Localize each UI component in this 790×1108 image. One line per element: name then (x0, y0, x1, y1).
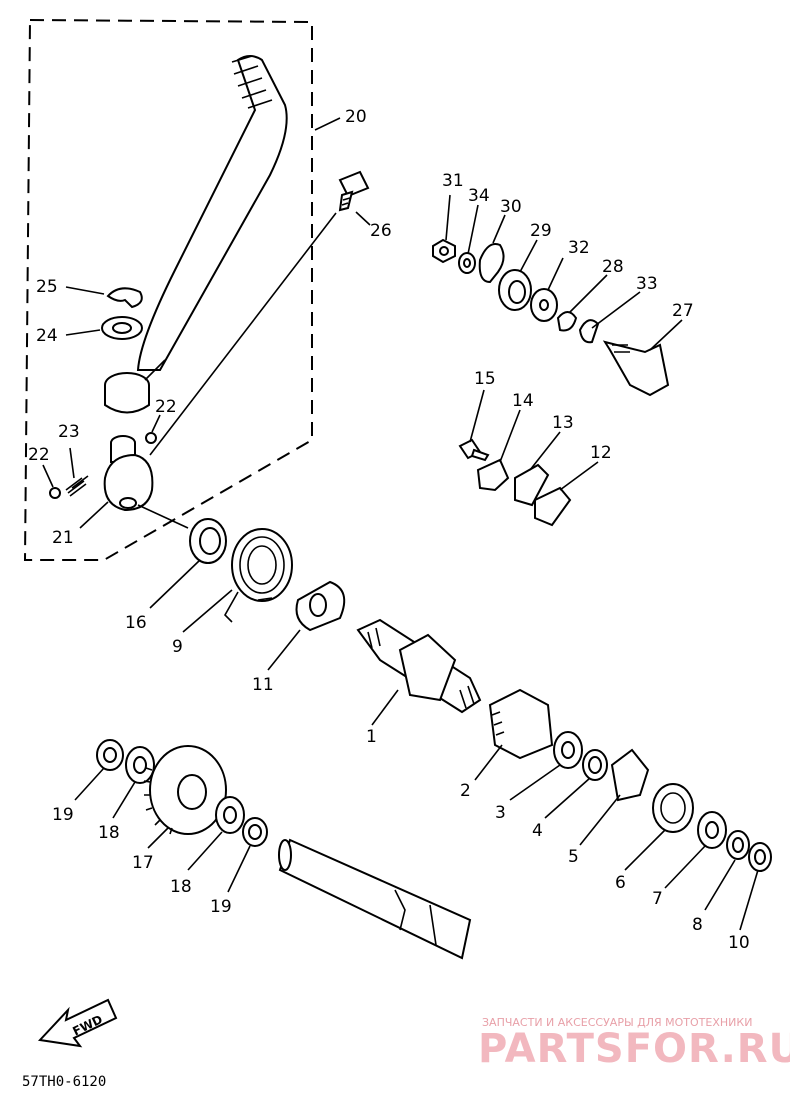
kick-boss-part (103, 435, 154, 512)
part-label-20: 20 (345, 107, 367, 127)
kick-shaft-part (356, 618, 482, 714)
circlip-part (106, 287, 143, 309)
part-label-25: 25 (36, 277, 58, 297)
ball-part (49, 487, 61, 499)
circlip-part (726, 830, 750, 860)
plate-part (534, 486, 572, 527)
part-label-3: 3 (495, 803, 506, 823)
part-label-18: 18 (170, 877, 192, 897)
part-label-30: 30 (500, 197, 522, 217)
bolt-leader-line (149, 212, 337, 456)
part-label-27: 27 (672, 301, 694, 321)
part-label-23: 23 (58, 422, 80, 442)
washer-part (215, 796, 245, 834)
watermark-subtitle: ЗАПЧАСТИ И АКСЕССУАРЫ ДЛЯ МОТОТЕХНИКИ (482, 1016, 752, 1029)
part-label-19: 19 (210, 897, 232, 917)
part-label-6: 6 (615, 873, 626, 893)
diagram-code: 57TH0-6120 (22, 1074, 106, 1090)
part-label-33: 33 (636, 274, 658, 294)
washer-part (697, 811, 727, 849)
kick-lever-arm (104, 55, 288, 414)
bolt-part (338, 170, 370, 212)
part-label-19: 19 (52, 805, 74, 825)
circlip-part (96, 739, 124, 771)
circlip-part (242, 817, 268, 847)
oil-seal-part (189, 518, 227, 564)
plate-part (476, 458, 510, 492)
part-label-16: 16 (125, 613, 147, 633)
washer-part (553, 731, 583, 769)
ratchet-part (610, 748, 650, 802)
part-label-10: 10 (728, 933, 750, 953)
part-label-21: 21 (52, 528, 74, 548)
plate-part (514, 463, 550, 507)
bearing-part (498, 269, 532, 311)
part-label-29: 29 (530, 221, 552, 241)
washer-part (125, 746, 155, 784)
circlip-part (582, 749, 608, 781)
washer-part (748, 842, 772, 872)
part-label-4: 4 (532, 821, 543, 841)
part-label-1: 1 (366, 727, 377, 747)
part-label-7: 7 (652, 889, 663, 909)
part-label-2: 2 (460, 781, 471, 801)
leader-lines (42, 117, 759, 931)
spring-clip-part (578, 319, 600, 344)
part-label-32: 32 (568, 238, 590, 258)
bushing-part (295, 580, 346, 632)
kick-gear-part (488, 688, 554, 760)
part-label-14: 14 (512, 391, 534, 411)
idle-gear-part (143, 745, 227, 835)
small-spring-part (65, 475, 89, 497)
washer-part (530, 288, 558, 322)
circlip-part (556, 311, 578, 332)
part-label-31: 31 (442, 171, 464, 191)
part-label-28: 28 (602, 257, 624, 277)
part-label-26: 26 (370, 221, 392, 241)
nut-part (432, 238, 456, 264)
spring-part (652, 783, 694, 833)
forward-arrow-icon (37, 998, 118, 1048)
ball-part (145, 432, 157, 444)
part-label-11: 11 (252, 675, 274, 695)
part-label-17: 17 (132, 853, 154, 873)
washer-part (101, 316, 143, 340)
part-label-18: 18 (98, 823, 120, 843)
part-label-34: 34 (468, 186, 490, 206)
part-label-22: 22 (28, 445, 50, 465)
axle-part (278, 838, 472, 960)
lock-washer-part (478, 243, 505, 284)
washer-part (458, 252, 476, 274)
bolt-part (458, 438, 490, 462)
part-label-9: 9 (172, 637, 183, 657)
part-label-8: 8 (692, 915, 703, 935)
part-label-5: 5 (568, 847, 579, 867)
part-label-12: 12 (590, 443, 612, 463)
part-label-13: 13 (552, 413, 574, 433)
part-label-15: 15 (474, 369, 496, 389)
part-label-24: 24 (36, 326, 58, 346)
torsion-spring-part (224, 528, 293, 623)
shaft-assembly-part (602, 340, 670, 397)
watermark-brand: PARTSFOR.RU (478, 1026, 790, 1072)
part-label-22: 22 (155, 397, 177, 417)
kick-lever-assembly-boundary (23, 18, 313, 561)
